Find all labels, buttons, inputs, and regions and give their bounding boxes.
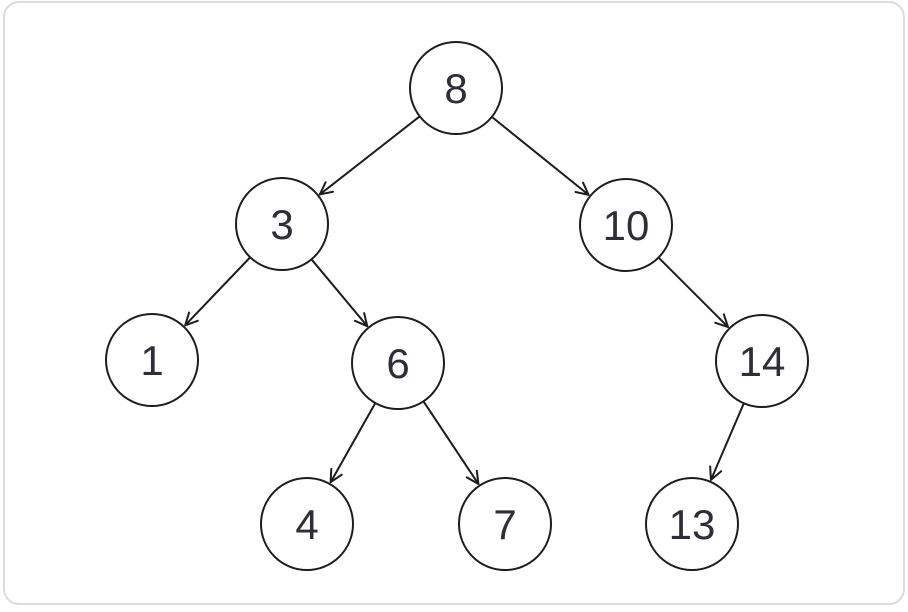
tree-node-13: 13 [645,477,739,571]
tree-node-label-10: 10 [603,202,650,249]
edge-6-4 [329,402,377,484]
tree-node-circle-6 [351,316,445,410]
tree-node-10: 10 [579,178,673,272]
tree-node-6: 6 [351,316,445,410]
tree-node-14: 14 [715,314,809,408]
tree-node-circle-13 [645,477,739,571]
tree-node-label-14: 14 [739,338,786,385]
tree-node-label-6: 6 [386,340,409,387]
tree-node-label-13: 13 [669,501,716,548]
edge-8-3 [318,115,421,196]
edge-3-1 [184,256,251,327]
edge-8-10 [491,116,590,196]
tree-node-circle-4 [260,477,354,571]
tree-node-1: 1 [105,313,199,407]
tree-node-label-1: 1 [140,337,163,384]
edge-3-6 [310,258,369,328]
tree-node-circle-8 [409,41,503,135]
tree-node-label-8: 8 [444,65,467,112]
tree-node-circle-7 [458,477,552,571]
tree-node-circle-10 [579,178,673,272]
tree-node-8: 8 [409,41,503,135]
edge-10-14 [657,256,730,329]
tree-node-circle-3 [235,177,329,271]
tree-node-label-4: 4 [295,501,318,548]
tree-node-circle-14 [715,314,809,408]
tree-node-label-3: 3 [270,201,293,248]
tree-node-label-7: 7 [493,501,516,548]
tree-node-7: 7 [458,477,552,571]
tree-node-4: 4 [260,477,354,571]
edge-6-7 [422,400,480,486]
tree-node-circle-1 [105,313,199,407]
tree-nodes: 8 3 10 1 6 14 4 7 13 [105,41,809,571]
tree-edges [184,115,745,486]
tree-node-3: 3 [235,177,329,271]
edge-14-13 [709,402,745,481]
